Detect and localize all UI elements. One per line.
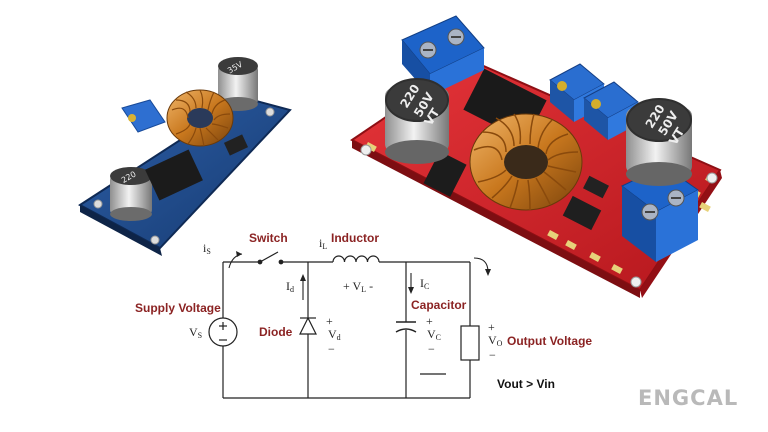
supply-source-symbol	[208, 317, 238, 347]
il-symbol: i	[319, 236, 323, 250]
is-subscript: S	[206, 247, 211, 256]
vo-symbol: V	[488, 333, 497, 347]
vo-plus: +	[488, 320, 495, 334]
vs-subscript: S	[197, 331, 203, 340]
blue-smd-chip	[223, 134, 249, 156]
capacitor-label: Capacitor	[411, 298, 467, 312]
mounting-hole	[706, 172, 718, 184]
capacitor-symbol	[395, 321, 417, 333]
output-voltage-label: Output Voltage	[507, 334, 593, 348]
inductor-label: Inductor	[331, 231, 379, 245]
boost-circuit-schematic	[222, 261, 471, 399]
vl-subscript: L	[361, 285, 367, 294]
vd-subscript: d	[336, 333, 341, 342]
red-capacitor-right	[626, 98, 692, 186]
vc-minus: −	[428, 342, 435, 356]
vo-label: VO	[488, 333, 502, 348]
inductor-symbol	[332, 255, 380, 263]
is-label: iS	[203, 241, 211, 256]
mounting-hole	[265, 107, 275, 117]
mounting-hole	[360, 144, 372, 156]
ic-subscript: C	[424, 282, 430, 291]
mounting-hole	[150, 235, 160, 245]
blue-toroid-inductor	[166, 89, 234, 147]
blue-capacitor-bottom	[110, 167, 152, 221]
id-symbol: I	[286, 279, 290, 293]
red-smd-chip-2	[583, 175, 609, 199]
vl-label: + VL -	[343, 279, 373, 294]
trim-potentiometer-2	[583, 81, 639, 140]
vo-minus: −	[489, 348, 496, 362]
red-ic-chip-small	[423, 151, 467, 197]
vc-label: VC	[427, 327, 441, 342]
red-buck-module: 220 50V VT 220 50V VT	[350, 15, 722, 298]
supply-voltage-label: Supply Voltage	[135, 301, 221, 315]
mounting-hole	[630, 276, 642, 288]
vd-plus: +	[326, 314, 333, 328]
id-label: Id	[286, 279, 294, 294]
vl-symbol: + V	[343, 279, 362, 293]
load-resistor-symbol	[460, 325, 480, 361]
is-symbol: i	[203, 241, 207, 255]
red-toroid-inductor	[469, 113, 583, 211]
vd-symbol: V	[328, 327, 337, 341]
il-subscript: L	[322, 242, 328, 251]
vd-label: Vd	[328, 327, 341, 342]
vc-symbol: V	[427, 327, 436, 341]
brand-logo: ENGCAL	[638, 386, 739, 410]
current-arrows	[228, 251, 491, 300]
ic-symbol: I	[420, 276, 424, 290]
blue-potentiometer	[121, 99, 166, 133]
is-arrow	[228, 253, 243, 269]
vc-plus: +	[426, 314, 433, 328]
red-capacitor-left	[385, 78, 449, 164]
il-label: iL	[319, 236, 327, 251]
vc-subscript: C	[435, 333, 442, 342]
switch-symbol	[257, 251, 284, 265]
mounting-hole	[93, 199, 103, 209]
diode-symbol	[299, 316, 317, 335]
ic-label: IC	[420, 276, 429, 291]
switch-label: Switch	[249, 231, 288, 245]
blue-ic-chip	[145, 149, 203, 201]
vo-subscript: O	[496, 339, 503, 348]
id-subscript: d	[290, 285, 294, 294]
vs-label: VS	[189, 325, 202, 340]
voltage-comparison-text: Vout > Vin	[497, 377, 555, 391]
vl-minus: -	[366, 279, 374, 293]
vs-symbol: V	[189, 325, 198, 339]
blue-buck-module: 220 35V	[78, 57, 292, 256]
red-smd-chip	[562, 195, 602, 231]
vd-minus: −	[328, 342, 335, 356]
red-pcb-edge	[352, 140, 640, 298]
diode-label: Diode	[259, 325, 293, 339]
blue-pcb-edge	[80, 205, 162, 256]
blue-capacitor-top	[218, 57, 258, 111]
